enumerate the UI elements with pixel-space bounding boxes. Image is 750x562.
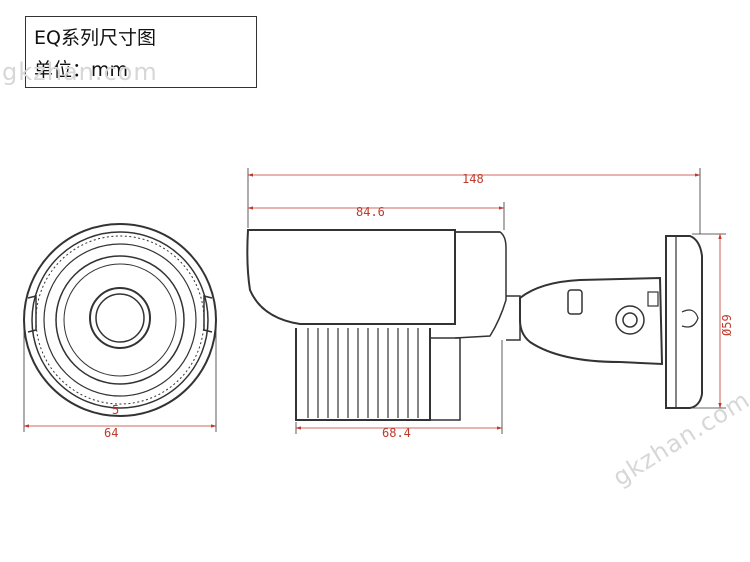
front-glass — [63, 263, 177, 377]
watermark-left: gkzhan.com — [2, 58, 158, 86]
dim-front-width — [23, 322, 217, 432]
bracket-tab — [647, 291, 659, 307]
front-lens-inner — [95, 293, 145, 343]
title-unit: 单位：mm — [34, 59, 129, 81]
front-glass-ring — [55, 255, 185, 385]
front-lens-outer — [89, 287, 151, 349]
dim-mount-diameter-label: Ø59 — [720, 314, 734, 336]
neck — [506, 295, 521, 341]
finned-body — [295, 328, 431, 421]
dim-finned-label: 68.4 — [382, 426, 411, 440]
title-box: EQ系列尺寸图 单位：mm — [25, 16, 257, 88]
title-series: EQ系列尺寸图 — [34, 27, 156, 49]
bracket-arm — [519, 276, 664, 366]
front-side-tab-right — [203, 295, 213, 333]
front-side-tab-left — [27, 295, 37, 333]
bracket-slot — [567, 289, 583, 315]
mount-base — [665, 235, 703, 409]
front-outer-ring — [23, 223, 217, 417]
front-led-ring — [35, 235, 205, 405]
housing-rear — [454, 231, 507, 339]
dim-front-small-label: 5 — [112, 403, 119, 417]
side-view — [246, 229, 703, 421]
dim-mount-diameter — [692, 233, 726, 409]
dim-finned — [295, 340, 503, 434]
dim-overall-label: 148 — [462, 172, 484, 186]
fins — [307, 328, 419, 418]
housing-shell — [246, 229, 456, 325]
front-bezel — [31, 231, 209, 409]
dim-overall — [247, 168, 701, 234]
finned-rear — [430, 337, 461, 421]
dim-front-width-label: 64 — [104, 426, 118, 440]
front-view — [23, 223, 217, 417]
bracket-knob-outer — [615, 305, 645, 335]
dim-housing-label: 84.6 — [356, 205, 385, 219]
dim-housing — [247, 202, 505, 230]
front-led-ring-inner — [43, 243, 197, 397]
bracket-knob-inner — [622, 312, 638, 328]
mount-base-notch — [681, 309, 699, 328]
